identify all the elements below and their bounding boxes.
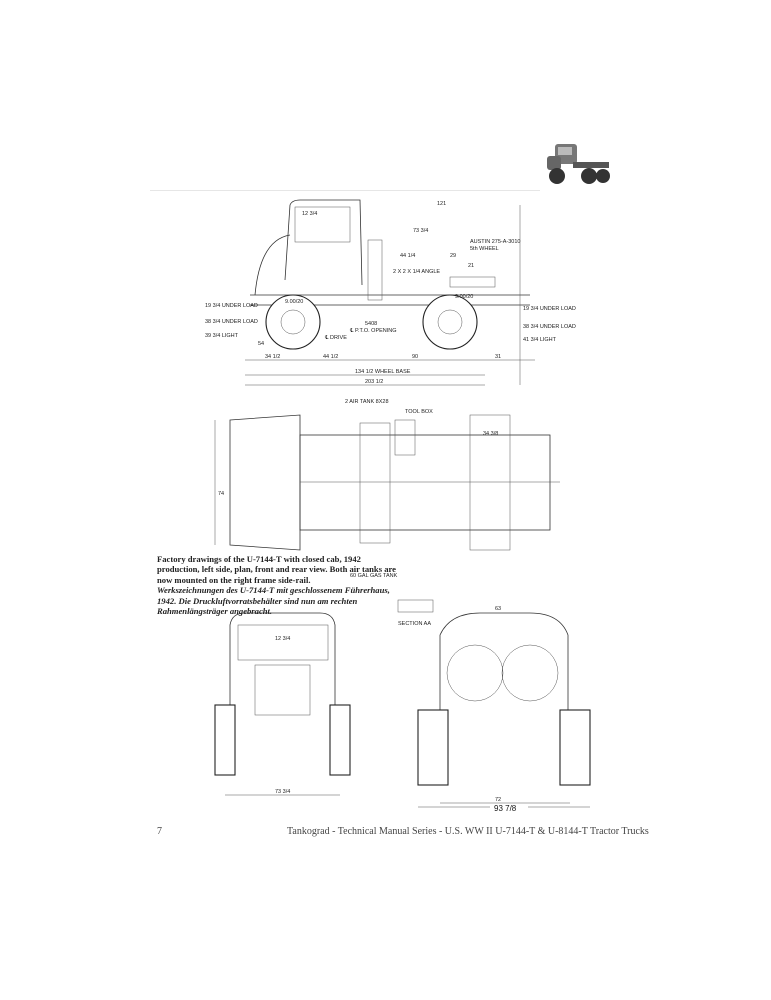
dim-34: 34 3/8 bbox=[483, 431, 498, 437]
tool-box-label: TOOL BOX bbox=[405, 409, 433, 415]
front-under-load-1: 19 3/4 UNDER LOAD bbox=[205, 303, 258, 309]
tire-size-front: 9.00/20 bbox=[285, 299, 303, 305]
dim-29: 29 bbox=[450, 253, 456, 259]
rear-dim-72: 72 bbox=[495, 797, 501, 803]
dim-fifth-wheel: 73 3/4 bbox=[413, 228, 428, 234]
dim-54: 54 bbox=[258, 341, 264, 347]
rear-view-drawing: 72 93 7/8 63 bbox=[417, 606, 591, 813]
plan-view-drawing: 2 AIR TANK 8X28 TOOL BOX 60 GAL GAS TANK… bbox=[214, 399, 560, 579]
dim-cab-offset: 12 3/4 bbox=[302, 211, 317, 217]
divider bbox=[150, 190, 540, 191]
front-under-load-2: 38 3/4 UNDER LOAD bbox=[205, 319, 258, 325]
rear-dim-overall: 93 7/8 bbox=[494, 804, 517, 813]
section-aa-drawing: SECTION AA bbox=[397, 599, 434, 627]
drive-label: ℄ DRIVE bbox=[324, 335, 347, 341]
air-tank-label: 2 AIR TANK 8X28 bbox=[345, 399, 389, 405]
wheel-base: 134 1/2 WHEEL BASE bbox=[355, 369, 411, 375]
tire-size-rear: 9.00/20 bbox=[455, 294, 473, 300]
angle-label: 2 X 2 X 1/4 ANGLE bbox=[393, 269, 440, 275]
front-track: 73 3/4 bbox=[275, 789, 290, 795]
figure-caption: Factory drawings of the U-7144-T with cl… bbox=[157, 554, 397, 616]
page-number: 7 bbox=[157, 826, 162, 837]
fifth-wheel-name: AUSTIN 275-A-3010 bbox=[470, 239, 520, 245]
dim-90: 90 bbox=[412, 354, 418, 360]
dim-overall-length: 121 bbox=[437, 201, 446, 207]
pto-code: 5408 bbox=[365, 321, 377, 327]
plan-width: 74 bbox=[218, 491, 224, 497]
rear-light: 41 3/4 LIGHT bbox=[523, 337, 557, 343]
dim-31: 31 bbox=[495, 354, 501, 360]
caption-german: Werkszeichnungen des U-7144-T mit geschl… bbox=[157, 585, 390, 617]
section-aa-label: SECTION AA bbox=[398, 621, 431, 627]
front-view-drawing: 12 3/4 73 3/4 bbox=[214, 612, 351, 796]
rear-under-load-1: 19 3/4 UNDER LOAD bbox=[523, 306, 576, 312]
front-dim-top: 12 3/4 bbox=[275, 636, 290, 642]
side-view-drawing: 121 12 3/4 73 3/4 AUSTIN 275-A-3010 5th … bbox=[205, 199, 576, 386]
truck-photo-thumbnail bbox=[543, 138, 613, 190]
caption-english: Factory drawings of the U-7144-T with cl… bbox=[157, 554, 396, 585]
dim-21: 21 bbox=[468, 263, 474, 269]
gas-tank-label: 60 GAL GAS TANK bbox=[350, 573, 398, 579]
technical-drawings: 121 12 3/4 73 3/4 AUSTIN 275-A-3010 5th … bbox=[205, 199, 591, 813]
dim-44-half: 44 1/2 bbox=[323, 354, 338, 360]
dim-front-overhang: 34 1/2 bbox=[265, 354, 280, 360]
dim-overall: 203 1/2 bbox=[365, 379, 383, 385]
pto-label: ℄ P.T.O. OPENING bbox=[349, 328, 397, 334]
dim-44: 44 1/4 bbox=[400, 253, 415, 259]
rear-width-top: 63 bbox=[495, 606, 501, 612]
rear-under-load-2: 38 3/4 UNDER LOAD bbox=[523, 324, 576, 330]
front-light: 39 3/4 LIGHT bbox=[205, 333, 239, 339]
footer-title: Tankograd - Technical Manual Series - U.… bbox=[287, 826, 649, 837]
fifth-wheel-label: 5th WHEEL bbox=[470, 246, 499, 252]
